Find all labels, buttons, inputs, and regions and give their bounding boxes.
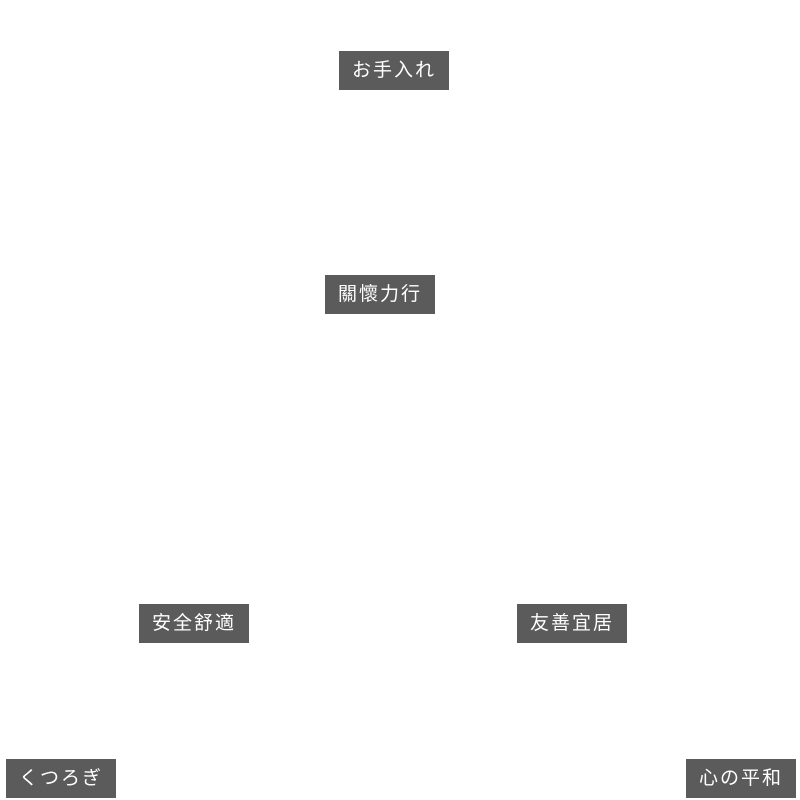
label-tag-caring-action: 關懷力行	[325, 275, 435, 314]
label-tag-safe-comfort: 安全舒適	[139, 604, 249, 643]
label-tag-peace-of-mind: 心の平和	[686, 759, 796, 798]
label-tag-friendly-livable: 友善宜居	[517, 604, 627, 643]
label-tag-relax: くつろぎ	[6, 759, 116, 798]
label-tag-care: お手入れ	[339, 51, 449, 90]
